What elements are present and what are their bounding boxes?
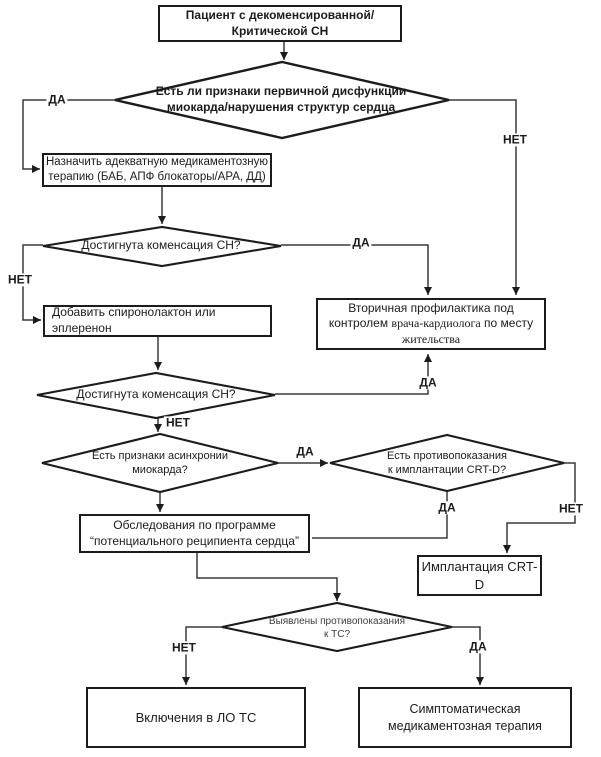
decision-crtd-contraindications-line2: к имплантации CRT-D? <box>387 464 507 476</box>
add-spironolactone-text: Добавить спиронолактон или эплеренон <box>52 305 216 335</box>
edge-exam-to-d6 <box>196 553 341 601</box>
decision-asynchrony: Есть признаки асинхронии миокарда? <box>65 448 255 478</box>
decision-asynchrony-shape <box>41 432 279 494</box>
crtd-implantation-text: Имплантация CRT-D <box>421 559 538 592</box>
edge-d3-yes-to-secondary <box>275 354 432 395</box>
node-medication-therapy: Назначить адекватную медикаментозную тер… <box>42 153 272 187</box>
edge-label-no: НЕТ <box>6 272 34 287</box>
secondary-prevention-line1: Вторичная профилактика под <box>348 300 514 315</box>
secondary-prevention-line2-tail: по месту <box>480 316 534 331</box>
medication-therapy-line2: терапию (БАБ, АПФ блокаторы/АРА, ДД) <box>48 171 266 183</box>
secondary-prevention-line2-serif: врача-кардиолога <box>391 316 481 331</box>
decision-compensation-1-text: Достигнута коменсация СН? <box>81 238 241 253</box>
edge-label-yes: ДА <box>350 235 372 250</box>
decision-crtd-contraindications-line1: Есть противопоказания <box>387 449 507 462</box>
edge-label-no: НЕТ <box>164 415 192 430</box>
decision-ts-contraindications-shape <box>221 601 453 653</box>
edge-label-yes: ДА <box>417 375 439 390</box>
decision-asynchrony-line2: миокарда? <box>132 464 188 476</box>
secondary-prevention-line2: контролем врача-кардиолога по месту <box>329 316 533 331</box>
decision-compensation-2: Достигнута коменсация СН? <box>56 387 256 403</box>
edge-d6-yes-to-sympt <box>452 626 484 685</box>
decision-compensation-1-shape <box>42 225 282 268</box>
node-crtd-implantation: Имплантация CRT-D <box>417 555 542 596</box>
lo-ts-inclusion-text: Включения в ЛО ТС <box>135 709 257 725</box>
node-secondary-prevention: Вторичная профилактика под контролем вра… <box>316 298 546 350</box>
edge-d5-yes-to-exam <box>312 491 448 539</box>
edge-label-yes: ДА <box>467 639 489 654</box>
decision-primary-dysfunction-shape <box>114 60 450 140</box>
decision-compensation-2-text: Достигнута коменсация СН? <box>76 387 236 402</box>
decision-primary-dysfunction-line1: Есть ли признаки первичной дисфункции <box>155 84 407 99</box>
edge-label-yes: ДА <box>436 500 458 515</box>
node-lo-ts-inclusion: Включения в ЛО ТС <box>86 687 306 748</box>
decision-crtd-contraindications: Есть противопоказания к имплантации CRT-… <box>362 448 532 478</box>
decision-asynchrony-line1: Есть признаки асинхронии <box>92 449 228 462</box>
edge-label-yes: ДА <box>46 92 68 107</box>
symptomatic-therapy-line2: медикаментозная терапия <box>388 718 542 733</box>
edge-d1-yes-to-meds <box>22 99 115 173</box>
medication-therapy-line1: Назначить адекватную медикаментозную <box>46 155 268 168</box>
decision-compensation-1: Достигнута коменсация СН? <box>61 238 261 254</box>
node-add-spironolactone: Добавить спиронолактон или эплеренон <box>43 305 272 337</box>
start-node-line2: Критической СН <box>231 23 329 38</box>
symptomatic-therapy-line1: Симптоматическая <box>409 702 521 716</box>
start-node: Пациент с декоменсированной/ Критической… <box>158 5 402 42</box>
recipient-exam-line2: “потенциального реципиента сердца” <box>90 533 299 548</box>
edge-d6-no-to-lots <box>182 626 222 685</box>
decision-compensation-2-shape <box>36 371 276 420</box>
start-node-line1: Пациент с декоменсированной/ <box>185 7 375 22</box>
edge-d1-no-to-secondary <box>447 99 520 295</box>
decision-primary-dysfunction-line2: миокарда/нарушения структур сердца <box>166 100 396 114</box>
edge-label-no: НЕТ <box>170 640 198 655</box>
decision-crtd-contraindications-shape <box>329 433 565 493</box>
decision-ts-contraindications-line2: к ТС? <box>323 628 351 640</box>
decision-ts-contraindications-line1: Выявлены противопоказания <box>268 615 406 627</box>
node-symptomatic-therapy: Симптоматическая медикаментозная терапия <box>358 687 572 748</box>
decision-primary-dysfunction: Есть ли признаки первичной дисфункции ми… <box>131 84 431 115</box>
node-recipient-exam: Обследования по программе “потенциальног… <box>79 514 310 553</box>
edge-label-yes: ДА <box>294 444 316 459</box>
recipient-exam-line1: Обследования по программе <box>113 517 276 532</box>
decision-ts-contraindications: Выявлены противопоказания к ТС? <box>242 614 432 641</box>
secondary-prevention-line3: жительства <box>401 331 461 346</box>
edge-label-no: НЕТ <box>557 501 585 516</box>
edge-d2-yes-to-secondary <box>281 244 432 295</box>
edge-label-no: НЕТ <box>501 132 529 147</box>
edge-d5-no-to-crtd <box>503 462 576 553</box>
secondary-prevention-line2-sans: контролем <box>328 316 392 331</box>
